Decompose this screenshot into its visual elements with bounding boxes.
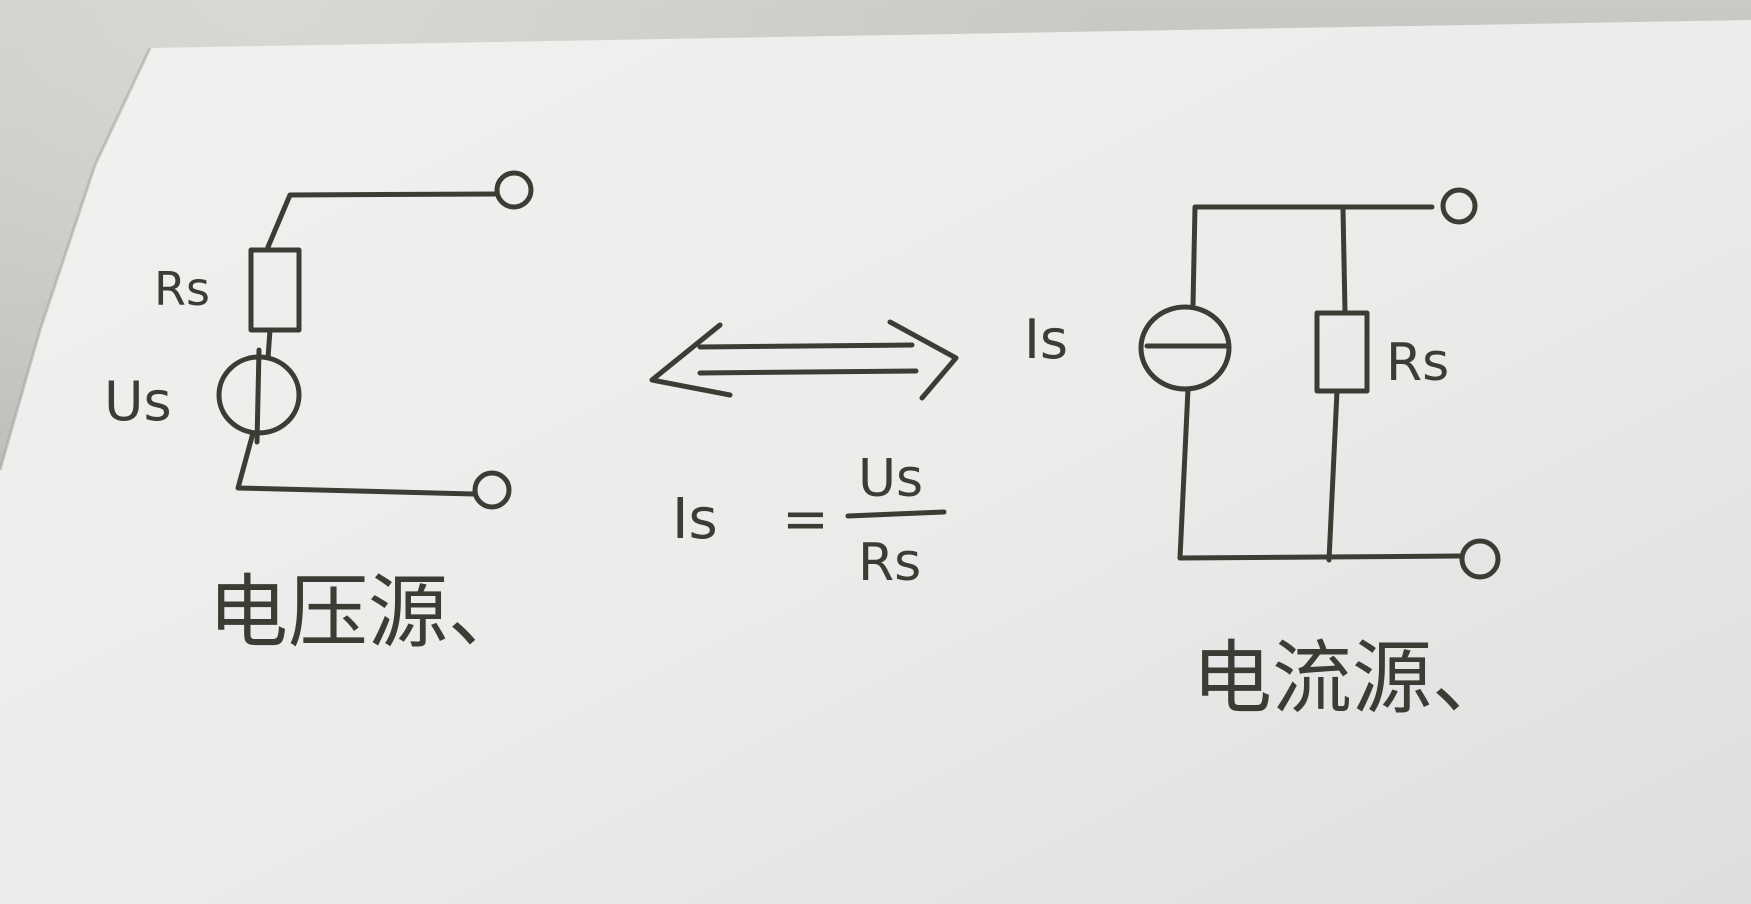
formula-denominator: Rs (858, 533, 921, 593)
paper-edge-shadow (0, 47, 152, 471)
vs-bottom-wire (235, 430, 477, 497)
current-source-circuit (1138, 187, 1501, 580)
arrow-upper-shaft (697, 342, 915, 350)
cs-source-label: Is (1024, 308, 1068, 371)
cs-top-wire (1190, 204, 1435, 308)
cs-top-terminal (1440, 187, 1478, 225)
cs-caption: 电流源、 (1192, 632, 1512, 725)
formula-lhs: Is (672, 487, 718, 552)
voltage-source-circuit (216, 170, 534, 510)
vs-caption: 电压源、 (208, 566, 528, 659)
cs-bottom-wire (1177, 553, 1463, 561)
formula-numerator: Us (858, 449, 923, 509)
formula-equals: = (782, 487, 829, 552)
cs-resistor (1314, 310, 1370, 394)
arrow-left-head (649, 322, 733, 398)
vs-source-label: Us (104, 370, 172, 433)
vs-resistor-label: Rs (154, 262, 210, 316)
vs-top-wire (265, 191, 499, 250)
vs-source-stroke (254, 347, 262, 445)
vs-bottom-terminal (472, 470, 512, 510)
vs-resistor (248, 247, 302, 333)
cs-bottom-terminal (1459, 538, 1501, 580)
cs-source-symbol (1138, 304, 1232, 392)
arrow-right-head (887, 319, 959, 401)
cs-left-bottom-wire (1177, 386, 1191, 561)
cs-right-top-wire (1340, 206, 1348, 315)
double-arrow (649, 319, 959, 401)
formula-fraction-bar (845, 509, 947, 519)
arrow-lower-shaft (697, 368, 919, 376)
cs-right-bottom-wire (1326, 388, 1340, 563)
vs-top-terminal (494, 170, 534, 210)
vs-mid-wire (265, 327, 273, 361)
cs-resistor-label: Rs (1386, 333, 1449, 393)
paper-background (0, 20, 1751, 904)
